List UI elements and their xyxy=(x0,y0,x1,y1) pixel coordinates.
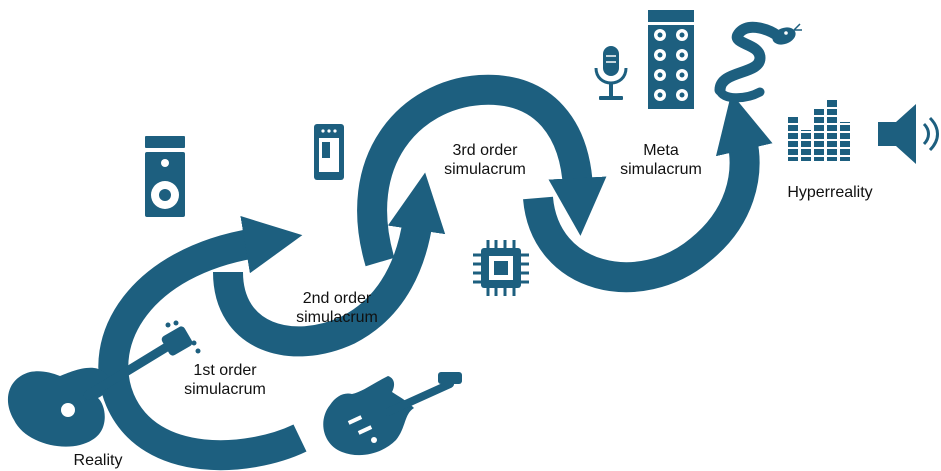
volume-icon xyxy=(878,104,939,164)
loop-arrow-2 xyxy=(213,172,446,357)
stage-label-reality: Reality xyxy=(62,451,134,470)
stage-label-second-order-line-2: simulacrum xyxy=(296,309,378,326)
loop-arrow-3 xyxy=(357,74,607,267)
stage-label-meta-line-1: Meta xyxy=(643,142,679,159)
acoustic-guitar-icon xyxy=(7,320,201,447)
equalizer-icon xyxy=(786,100,852,161)
snake-icon xyxy=(714,21,802,103)
stage-label-hyperreality-text: Hyperreality xyxy=(787,184,873,201)
stage-label-third-order-line-1: 3rd order xyxy=(452,142,518,159)
microchip-icon xyxy=(473,240,529,296)
stage-label-first-order-line-1: 1st order xyxy=(193,362,257,379)
loop-arrow-4 xyxy=(523,93,773,293)
stage-label-second-order: 2nd order simulacrum xyxy=(272,289,402,327)
loop-arrow-1 xyxy=(98,216,307,471)
stage-label-third-order: 3rd order simulacrum xyxy=(420,141,550,179)
stage-label-reality-text: Reality xyxy=(73,452,123,469)
stage-label-first-order-line-2: simulacrum xyxy=(184,381,266,398)
stage-label-hyperreality: Hyperreality xyxy=(770,183,890,202)
stage-label-first-order: 1st order simulacrum xyxy=(160,361,290,399)
stage-label-meta: Meta simulacrum xyxy=(596,141,726,179)
phone-icon xyxy=(314,124,344,180)
stage-label-meta-line-2: simulacrum xyxy=(620,161,702,178)
stage-label-second-order-line-1: 2nd order xyxy=(302,290,372,307)
electric-guitar-icon xyxy=(323,372,462,456)
microphone-icon xyxy=(594,46,628,100)
stage-label-third-order-line-2: simulacrum xyxy=(444,161,526,178)
loop-arrows xyxy=(98,74,773,471)
speaker-icon xyxy=(145,136,185,217)
speaker-stack-icon xyxy=(648,10,694,109)
